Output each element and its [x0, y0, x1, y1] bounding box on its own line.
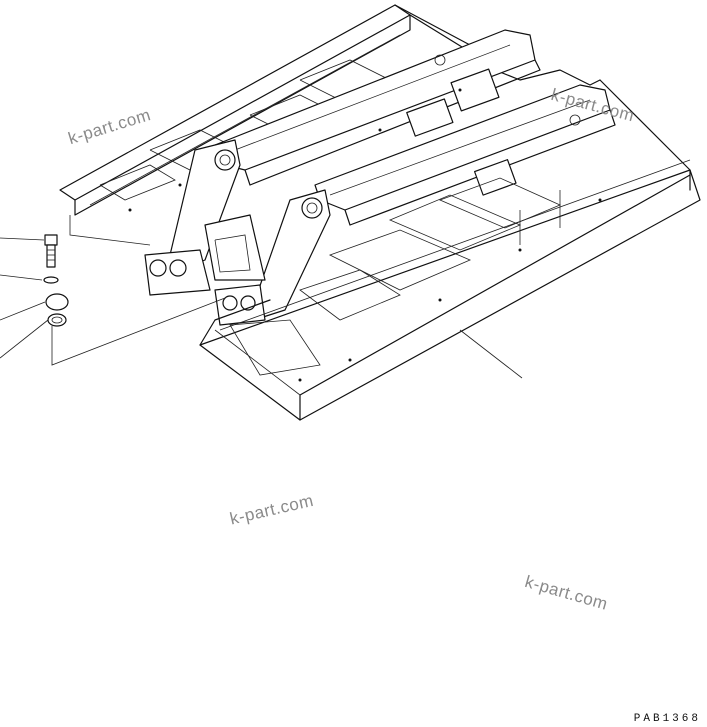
bottom-floor-frame [199, 159, 701, 421]
parts-leader-lines [0, 237, 226, 366]
drawing-code: PAB1368 [633, 713, 701, 725]
seal-part [47, 313, 67, 327]
washer-part [43, 276, 59, 284]
cap-part [45, 293, 69, 311]
rivet-dots [128, 88, 602, 382]
left-side-rail [59, 4, 411, 246]
left-upright-bracket [144, 139, 241, 296]
bolt-part [44, 234, 58, 268]
floor-frame-leader [459, 329, 523, 379]
right-boom-arm [314, 84, 616, 226]
